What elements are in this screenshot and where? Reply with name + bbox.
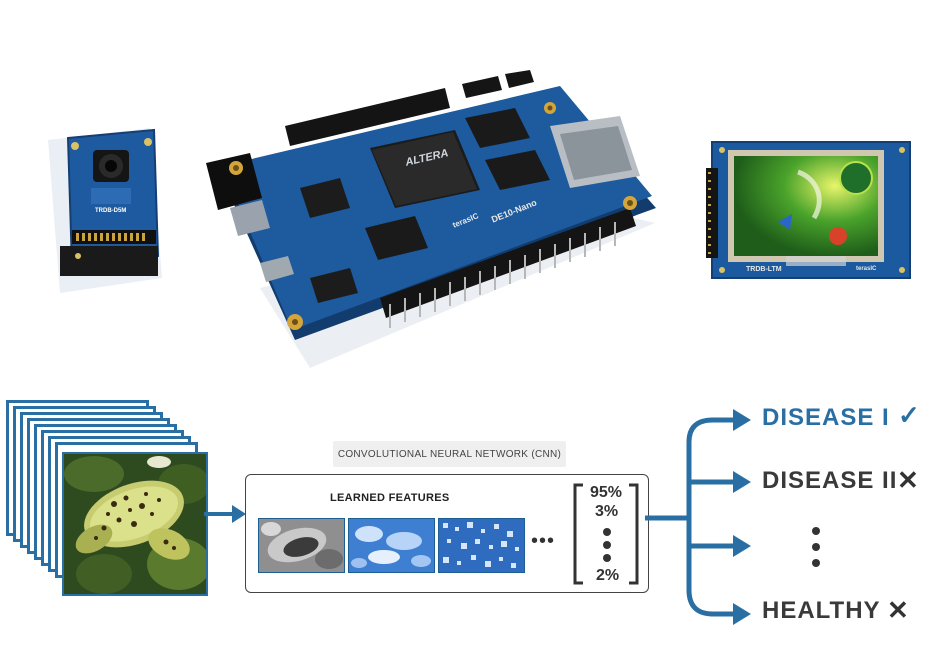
probability-dot	[603, 541, 611, 549]
learned-features-label: LEARNED FEATURES	[330, 492, 450, 504]
output-label-healthy: HEALTHY	[762, 597, 881, 624]
leaf-image	[62, 452, 208, 596]
output-label-disease-1: DISEASE I	[762, 404, 890, 431]
fpga-board: ALTERA DE10-Nano terasIC	[200, 68, 660, 368]
feature-map-1	[258, 518, 345, 573]
camera-board-label: TRDB-D5M	[95, 208, 127, 214]
output-ellipsis-dot	[812, 527, 820, 535]
lcd-board-label: TRDB-LTM	[746, 266, 782, 273]
probability-brackets	[573, 483, 639, 585]
probability-1: 95%	[590, 484, 623, 501]
input-arrow	[204, 505, 246, 523]
feature-ellipsis: •••	[531, 530, 556, 552]
camera-module: TRDB-D5M	[38, 128, 168, 298]
lcd-module: TRDB-LTM terasIC	[706, 138, 914, 284]
probability-dot	[603, 528, 611, 536]
lcd-maker-label: terasIC	[856, 266, 877, 272]
check-icon: ✓	[898, 400, 920, 430]
cnn-title: CONVOLUTIONAL NEURAL NETWORK (CNN)	[333, 441, 566, 467]
output-branch-arrows	[645, 409, 751, 625]
leaf-image-graphic	[64, 454, 206, 594]
probability-2: 3%	[595, 503, 619, 520]
output-label-disease-2: DISEASE II	[762, 467, 898, 494]
cross-icon: ✕	[887, 595, 909, 625]
feature-map-3	[438, 518, 525, 573]
probability-dot	[603, 554, 611, 562]
probability-3: 2%	[596, 567, 620, 584]
lcd-module-graphic	[706, 141, 911, 279]
output-ellipsis-dot	[812, 559, 820, 567]
feature-map-2	[348, 518, 435, 573]
output-ellipsis-dot	[812, 543, 820, 551]
fpga-board-graphic	[206, 70, 656, 368]
camera-module-graphic	[48, 128, 162, 293]
cross-icon: ✕	[897, 465, 919, 495]
